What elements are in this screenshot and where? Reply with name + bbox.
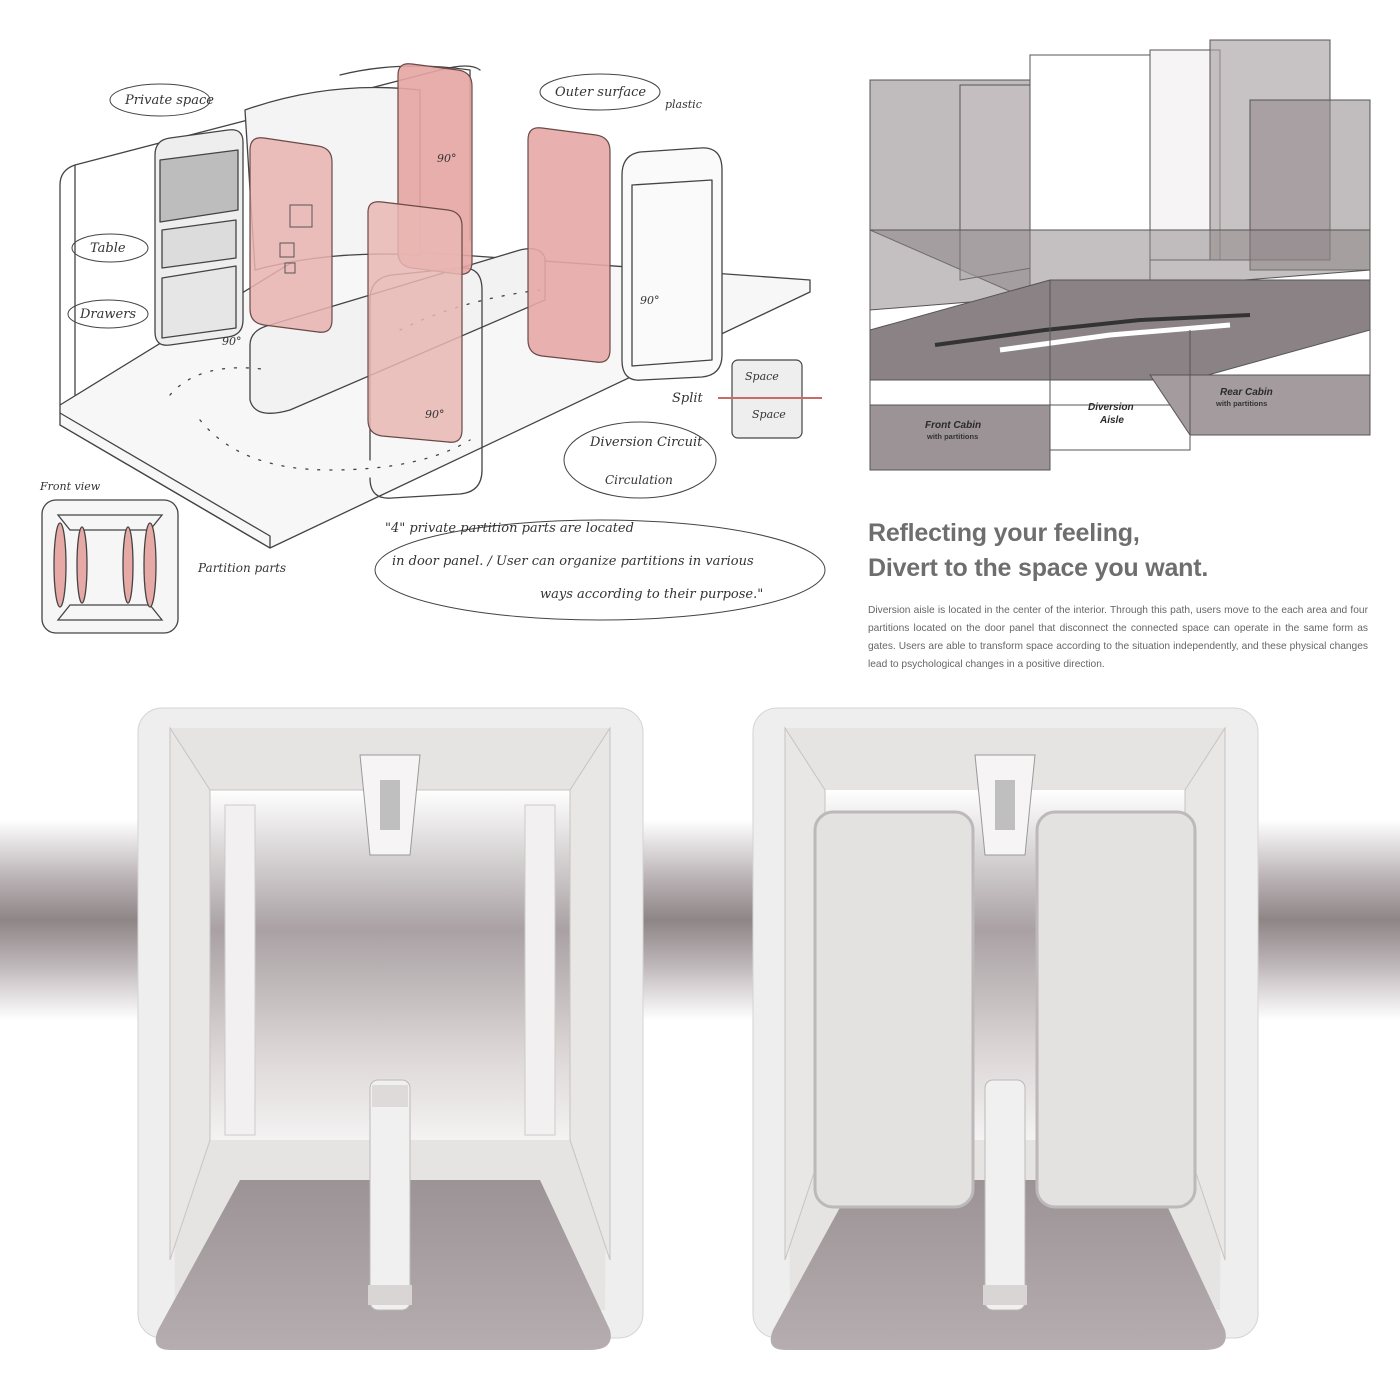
partition-panel-left — [813, 810, 975, 1209]
headline-line-2: Divert to the space you want. — [868, 554, 1209, 582]
note-line-1: "4" private partition parts are located — [385, 521, 634, 536]
label-private-space: Private space — [124, 93, 214, 108]
label-rear-cabin-sub: with partitions — [1215, 399, 1267, 408]
label-diversion-2: Aisle — [1099, 415, 1124, 426]
label-diversion-1: Diversion — [1088, 402, 1134, 413]
partition-1 — [249, 137, 333, 333]
description-paragraph: Diversion aisle is located in the center… — [868, 605, 1368, 670]
label-circulation: Circulation — [605, 473, 673, 487]
label-angle-3: 90° — [425, 408, 445, 421]
headline-line-1: Reflecting your feeling, — [868, 519, 1140, 547]
label-angle-1: 90° — [437, 152, 457, 165]
concept-sketch: Private space Outer surface plastic Tabl… — [39, 63, 826, 634]
label-drawers: Drawers — [79, 307, 136, 322]
headline: Reflecting your feeling, Divert to the s… — [868, 516, 1388, 586]
right-cabinet — [621, 147, 723, 381]
front-view-box — [41, 499, 179, 634]
partition-panel-right — [1035, 810, 1197, 1209]
note-line-2: in door panel. / User can organize parti… — [392, 554, 754, 569]
label-outer-surface: Outer surface — [555, 85, 646, 100]
label-angle-2: 90° — [640, 294, 660, 307]
label-split: Split — [672, 391, 704, 406]
label-partition-parts: Partition parts — [197, 561, 286, 575]
label-space-bottom: Space — [752, 408, 786, 421]
label-front-cabin-sub: with partitions — [926, 432, 978, 441]
label-table: Table — [90, 241, 126, 256]
ceiling-lamp-right — [974, 754, 1036, 856]
render-with-partitions — [752, 707, 1259, 1350]
label-angle-4: 90° — [222, 335, 242, 348]
exploded-diagram: Front Cabin with partitions Diversion Ai… — [869, 39, 1371, 471]
partition-3 — [527, 127, 611, 363]
label-space-top: Space — [745, 370, 779, 383]
render-open-aisle — [137, 707, 644, 1350]
ceiling-lamp — [359, 754, 421, 856]
aisle-column — [368, 1079, 412, 1311]
label-plastic: plastic — [665, 98, 702, 111]
label-rear-cabin: Rear Cabin — [1220, 387, 1273, 398]
label-front-cabin: Front Cabin — [925, 420, 981, 431]
partition-4 — [367, 201, 463, 443]
aisle-column-right — [983, 1079, 1027, 1311]
note-line-3: ways according to their purpose." — [540, 587, 763, 602]
label-diversion-circuit: Diversion Circuit — [589, 435, 703, 450]
label-front-view: Front view — [39, 480, 101, 493]
